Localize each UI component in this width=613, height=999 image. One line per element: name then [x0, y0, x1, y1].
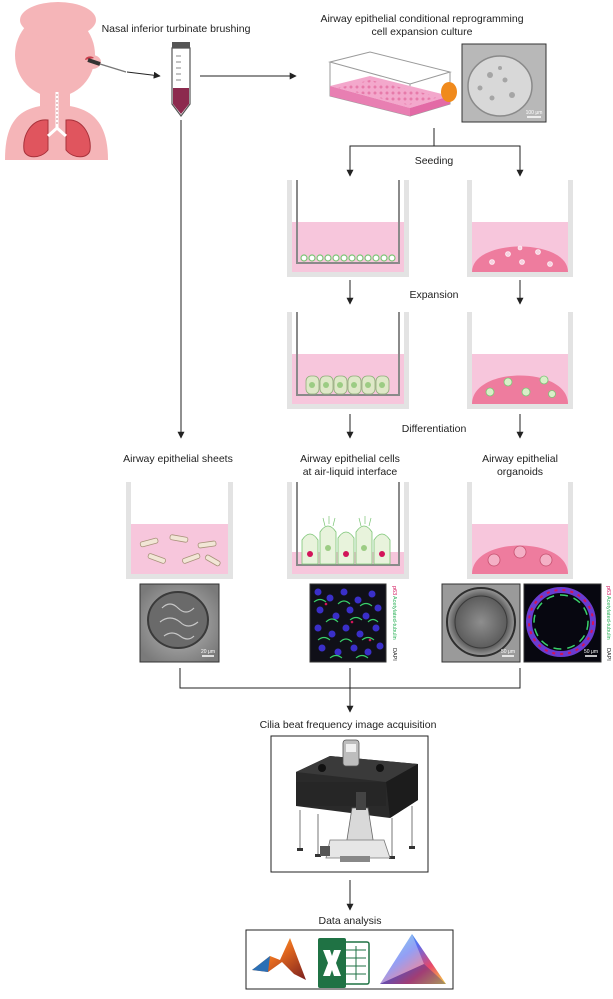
ali-stain-legend: p63 Acetylated-tubulin DAPI: [391, 586, 397, 661]
culture-scale-bar: 100 μm: [526, 110, 543, 116]
prism-logo-icon: [380, 934, 446, 984]
transwell-expansion: [287, 312, 409, 409]
label-expansion: Expansion: [409, 289, 458, 301]
matlab-logo-icon: [252, 938, 306, 980]
label-ali-line1: Airway epithelial cells: [300, 453, 400, 465]
arrow-swab-to-tube: [126, 71, 161, 79]
well-seeding-organoid: [467, 180, 573, 277]
ali-immunofluorescence: [309, 583, 387, 663]
arrow-seeding-ali: [346, 128, 435, 177]
swab-icon: [87, 58, 127, 73]
label-culture-line2: cell expansion culture: [372, 26, 473, 38]
organoid-bf-scale-bar: 50 μm: [501, 649, 515, 655]
excel-logo-icon: [318, 938, 370, 988]
well-expansion-organoid: [467, 312, 573, 409]
microscope-system: [270, 735, 429, 873]
stain-label-acetylated-tubulin: Acetylated-tubulin: [391, 596, 397, 640]
well-sheets: [126, 482, 233, 579]
organoid-stain-label-dapi: DAPI: [605, 648, 611, 661]
sheets-micrograph: 20 μm: [139, 583, 220, 663]
label-data-analysis: Data analysis: [318, 915, 381, 927]
label-sheets: Airway epithelial sheets: [123, 453, 233, 465]
label-culture-line1: Airway epithelial conditional reprogramm…: [320, 13, 523, 25]
organoid-if-scale-bar: 50 μm: [584, 649, 598, 655]
organoid-stain-label-acetylated-tubulin: Acetylated-tubulin: [605, 596, 611, 640]
collection-tube-icon: [171, 42, 191, 117]
culture-micrograph: 100 μm: [461, 43, 547, 123]
transwell-seeding: [287, 180, 409, 277]
transwell-ali: [287, 482, 409, 579]
stain-label-p63: p63: [391, 586, 397, 595]
label-cbf-acquisition: Cilia beat frequency image acquisition: [260, 719, 437, 731]
organoid-stain-label-p63: p63: [605, 586, 611, 595]
organoid-stain-legend: p63 Acetylated-tubulin DAPI: [605, 586, 611, 661]
label-nasal-brushing: Nasal inferior turbinate brushing: [102, 23, 251, 35]
child-illustration: [5, 2, 108, 160]
label-seeding: Seeding: [415, 155, 454, 167]
label-organoids-line1: Airway epithelial: [482, 453, 558, 465]
organoid-brightfield: 50 μm: [441, 583, 521, 663]
label-differentiation: Differentiation: [402, 423, 467, 435]
sheets-scale-bar: 20 μm: [201, 649, 215, 655]
stain-label-dapi: DAPI: [391, 648, 397, 661]
organoid-immunofluorescence: 50 μm: [523, 583, 602, 663]
culture-flask-icon: [328, 51, 457, 117]
well-organoid: [467, 482, 573, 579]
label-organoids-line2: organoids: [497, 466, 543, 478]
arrow-seeding-organoid: [434, 145, 524, 177]
label-ali-line2: at air-liquid interface: [303, 466, 398, 478]
